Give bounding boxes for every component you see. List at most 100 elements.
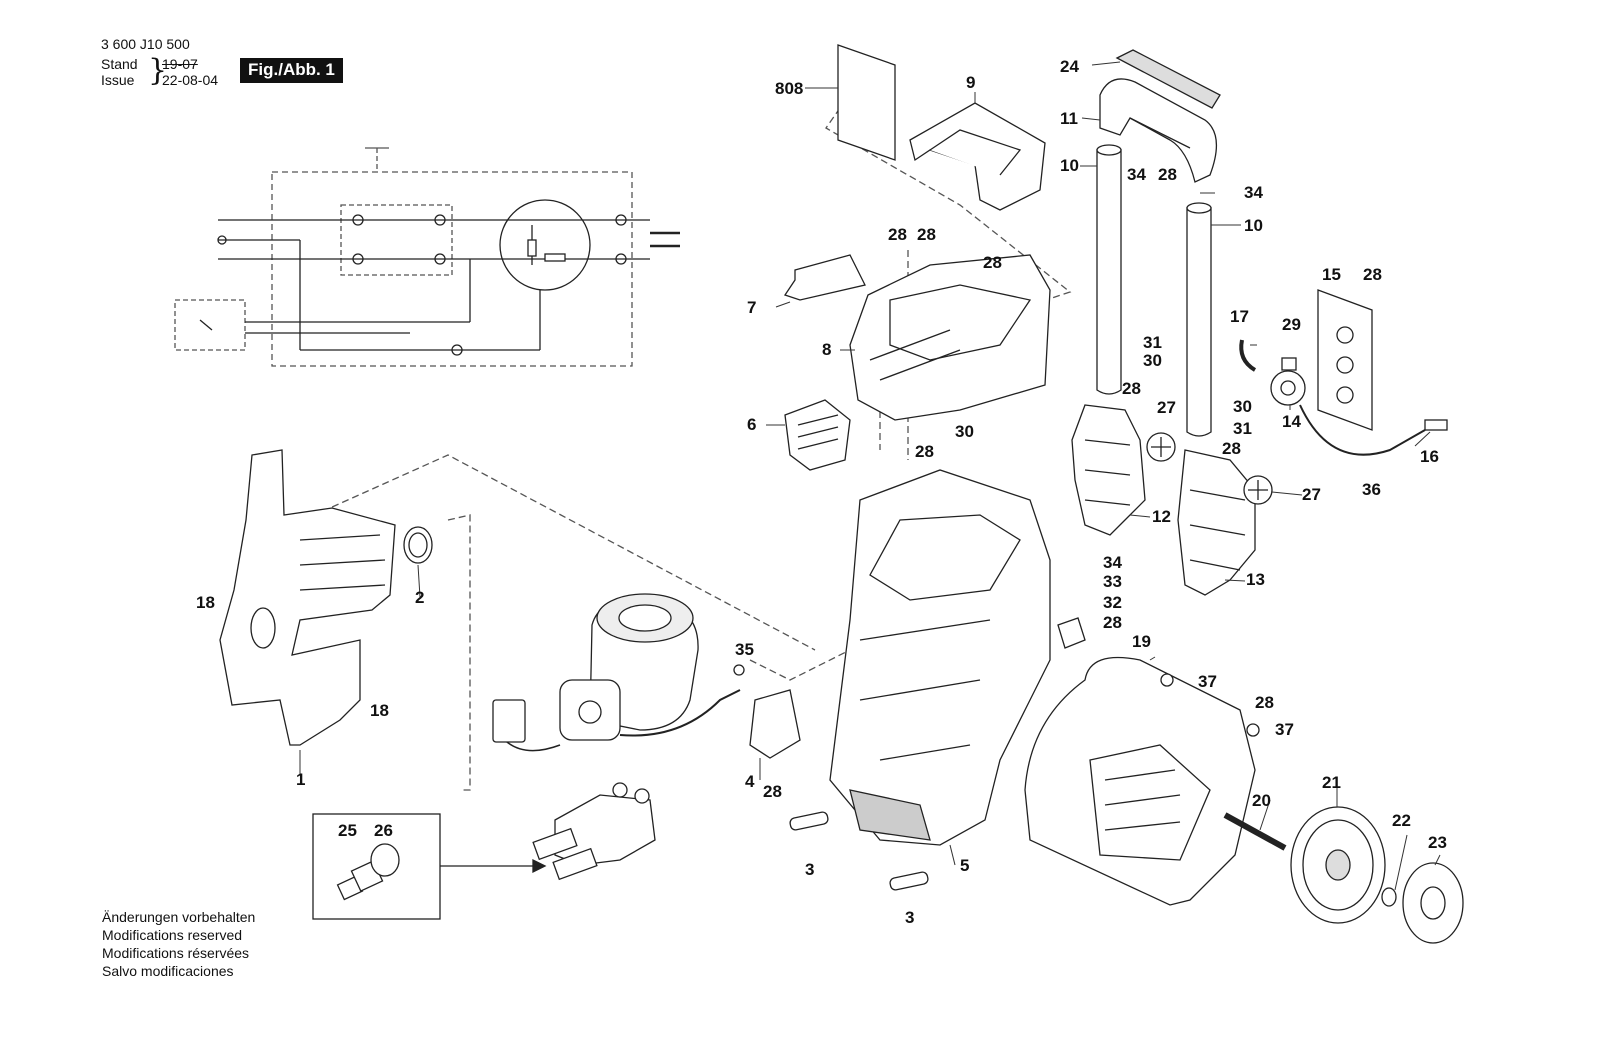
callout-35: 35 bbox=[735, 640, 754, 659]
callout-20: 20 bbox=[1252, 791, 1271, 810]
callout-24: 24 bbox=[1060, 57, 1079, 76]
callout-2: 2 bbox=[415, 588, 424, 607]
hub-cap-part bbox=[1402, 862, 1464, 944]
handle-part bbox=[1099, 49, 1221, 183]
filter-cover-part bbox=[784, 399, 851, 471]
callout-7: 7 bbox=[747, 298, 756, 317]
top-tray-part bbox=[909, 102, 1046, 211]
callout-28: 28 bbox=[1122, 379, 1141, 398]
callout-4: 4 bbox=[745, 772, 755, 791]
callout-30: 30 bbox=[955, 422, 974, 441]
footer-notes: Änderungen vorbehalten Modifications res… bbox=[102, 908, 255, 980]
callout-808: 808 bbox=[775, 79, 803, 98]
wiring-schematic bbox=[174, 147, 680, 367]
main-frame-part bbox=[829, 469, 1051, 846]
cable-part bbox=[1299, 404, 1426, 456]
callout-26: 26 bbox=[374, 821, 393, 840]
nut-part bbox=[1246, 723, 1260, 737]
callout-28: 28 bbox=[763, 782, 782, 801]
control-panel-part bbox=[1317, 289, 1373, 431]
footer-line: Änderungen vorbehalten bbox=[102, 909, 256, 925]
connector-part bbox=[1424, 419, 1448, 431]
callout-6: 6 bbox=[747, 415, 756, 434]
cap-part bbox=[403, 526, 433, 564]
pump-head-part bbox=[749, 689, 801, 759]
label-sheet-part bbox=[837, 44, 896, 161]
axle-part bbox=[1223, 812, 1287, 851]
stand-date: 19-07 bbox=[162, 56, 198, 72]
callout-8: 8 bbox=[822, 340, 831, 359]
callout-29: 29 bbox=[1282, 315, 1301, 334]
handle-tubes-part bbox=[1096, 144, 1212, 437]
callout-34: 34 bbox=[1244, 183, 1263, 202]
leader-lines bbox=[299, 61, 1441, 891]
side-cover-right-part bbox=[1177, 449, 1256, 596]
capacitor-part bbox=[492, 699, 526, 743]
callout-37: 37 bbox=[1198, 672, 1217, 691]
nut-part bbox=[1160, 673, 1174, 687]
wheel-part bbox=[1290, 806, 1386, 924]
callout-16: 16 bbox=[1420, 447, 1439, 466]
inset-arrowhead bbox=[532, 858, 547, 874]
callout-28: 28 bbox=[1255, 693, 1274, 712]
callout-28: 28 bbox=[888, 225, 907, 244]
callout-25: 25 bbox=[338, 821, 357, 840]
coupling-part bbox=[336, 843, 400, 901]
callout-30: 30 bbox=[1143, 351, 1162, 370]
callout-9: 9 bbox=[966, 73, 975, 92]
front-cover-part bbox=[219, 449, 396, 746]
power-cord bbox=[619, 689, 741, 737]
washer-part bbox=[1381, 887, 1397, 907]
foot-part bbox=[889, 871, 929, 891]
callout-22: 22 bbox=[1392, 811, 1411, 830]
footer-line: Modifications reserved bbox=[102, 927, 243, 943]
nut-part bbox=[733, 664, 745, 676]
callout-10: 10 bbox=[1060, 156, 1079, 175]
callout-28: 28 bbox=[1222, 439, 1241, 458]
brace-symbol: } bbox=[148, 53, 168, 88]
footer-line: Salvo modificaciones bbox=[102, 963, 234, 979]
callout-27: 27 bbox=[1157, 398, 1176, 417]
callout-12: 12 bbox=[1152, 507, 1171, 526]
callout-15: 15 bbox=[1322, 265, 1341, 284]
side-cover-left-part bbox=[1071, 404, 1146, 536]
figure-label: Fig./Abb. 1 bbox=[240, 58, 343, 83]
callout-23: 23 bbox=[1428, 833, 1447, 852]
stand-label: Stand bbox=[101, 56, 138, 72]
knob-part bbox=[1146, 432, 1273, 505]
callout-17: 17 bbox=[1230, 307, 1249, 326]
callout-31: 31 bbox=[1233, 419, 1252, 438]
wheel-housing-part bbox=[1024, 656, 1256, 906]
callout-31: 31 bbox=[1143, 333, 1162, 352]
callout-11: 11 bbox=[1060, 109, 1078, 128]
callout-5: 5 bbox=[960, 856, 969, 875]
pump-block-part bbox=[532, 782, 656, 881]
foot-part bbox=[789, 811, 829, 831]
fitting-part bbox=[1057, 617, 1086, 649]
callout-10: 10 bbox=[1244, 216, 1263, 235]
part-number: 3 600 J10 500 bbox=[101, 36, 190, 52]
callout-34: 34 bbox=[1103, 553, 1122, 572]
callout-18: 18 bbox=[196, 593, 215, 612]
callout-28: 28 bbox=[1363, 265, 1382, 284]
footer-line: Modifications réservées bbox=[102, 945, 250, 961]
callout-32: 32 bbox=[1103, 593, 1122, 612]
callout-28: 28 bbox=[983, 253, 1002, 272]
valve-part bbox=[1270, 357, 1306, 406]
upper-housing-part bbox=[849, 254, 1051, 421]
callout-21: 21 bbox=[1322, 773, 1341, 792]
callout-19: 19 bbox=[1132, 632, 1151, 651]
callout-28: 28 bbox=[1158, 165, 1177, 184]
callout-36: 36 bbox=[1362, 480, 1381, 499]
hose-piece-part bbox=[1239, 339, 1257, 372]
callout-28: 28 bbox=[915, 442, 934, 461]
callout-33: 33 bbox=[1103, 572, 1122, 591]
callout-18: 18 bbox=[370, 701, 389, 720]
callout-34: 34 bbox=[1127, 165, 1146, 184]
issue-label: Issue bbox=[101, 72, 135, 88]
callout-28: 28 bbox=[1103, 613, 1122, 632]
callout-labels: 808 9 24 11 10 34 28 34 10 28 28 28 7 8 … bbox=[196, 57, 1447, 927]
motor-part bbox=[559, 593, 699, 741]
